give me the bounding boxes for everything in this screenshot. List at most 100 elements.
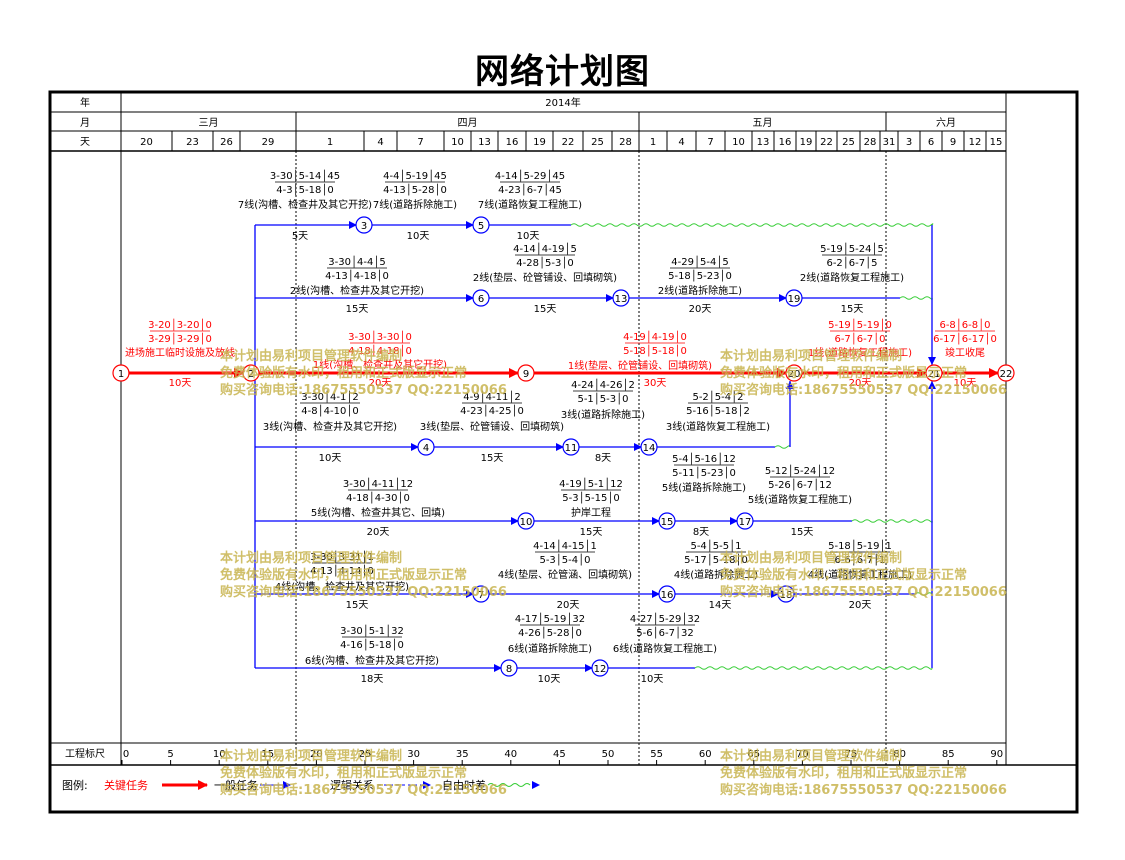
time-params-top: 4-19│5-1│12 xyxy=(559,477,623,490)
time-params-bottom: 4-28│5-3│0 xyxy=(516,256,573,269)
event-node-label: 14 xyxy=(643,443,656,454)
time-params-top: 5-4│5-5│1 xyxy=(690,539,741,552)
day-label: 25 xyxy=(591,137,604,148)
event-node xyxy=(517,364,535,382)
time-params-top: 3-30│4-11│12 xyxy=(343,477,413,490)
year-label: 2014年 xyxy=(545,96,580,109)
time-params-bottom: 5-26│6-7│12 xyxy=(768,478,832,491)
time-params-top: 3-30│5-14│45 xyxy=(270,169,340,182)
task-name: 1线(垫层、砼管铺设、回填砌筑) xyxy=(568,359,712,372)
free-float-line xyxy=(774,445,791,449)
day-label: 26 xyxy=(220,137,233,148)
day-label: 9 xyxy=(950,137,956,148)
task-name: 2线(道路拆除施工) xyxy=(658,284,742,297)
event-node-label: 22 xyxy=(1000,369,1013,380)
task-name: 7线(沟槽、检查井及其它开挖) xyxy=(238,198,372,211)
time-params-bottom: 5-3│5-15│0 xyxy=(562,491,619,504)
watermark-text: 免费体验版有水印，租用和正式版显示正常 xyxy=(720,765,967,781)
task-name: 6线(道路拆除施工) xyxy=(508,642,592,655)
time-params-bottom: 4-18│4-18│0 xyxy=(348,344,412,357)
time-params-top: 4-27│5-29│32 xyxy=(630,612,700,625)
task-name: 5线(沟槽、检查井其它、回填) xyxy=(311,506,445,519)
task-duration: 30天 xyxy=(644,378,667,389)
event-node xyxy=(777,585,795,603)
scale-tick-label: 25 xyxy=(359,749,372,760)
scale-tick-label: 45 xyxy=(553,749,566,760)
scale-tick-label: 15 xyxy=(261,749,274,760)
task-duration: 10天 xyxy=(954,378,977,389)
legend-logic-label: 逻辑关系 xyxy=(330,778,374,792)
scale-tick-label: 30 xyxy=(407,749,420,760)
day-label: 16 xyxy=(506,137,519,148)
legend-critical-label: 关键任务 xyxy=(104,778,148,792)
time-params-top: 5-19│5-19│0 xyxy=(828,318,892,331)
day-label: 22 xyxy=(820,137,833,148)
task-duration: 8天 xyxy=(595,453,611,464)
watermark-text: 免费体验版有水印，租用和正式版显示正常 xyxy=(720,365,967,381)
time-params-bottom: 6-2│6-7│5 xyxy=(826,256,877,269)
event-node xyxy=(612,289,630,307)
frame xyxy=(48,90,1079,814)
time-params-top: 4-4│5-19│45 xyxy=(383,169,447,182)
time-params-top: 5-2│5-4│2 xyxy=(692,390,743,403)
time-params-top: 3-20│3-20│0 xyxy=(148,318,212,331)
task-name: 进场施工临时设施及放线 xyxy=(125,346,235,359)
watermark-text: 免费体验版有水印，租用和正式版显示正常 xyxy=(720,567,967,583)
task-name: 5线(道路恢复工程施工) xyxy=(748,493,852,506)
event-node xyxy=(925,364,943,382)
watermark-text: 购买咨询电话:18675550537 QQ:22150066 xyxy=(220,782,507,798)
scale-tick-label: 90 xyxy=(990,749,1003,760)
time-params-top: 5-4│5-16│12 xyxy=(672,452,736,465)
task-duration: 20天 xyxy=(367,527,390,538)
free-float-line xyxy=(694,666,933,670)
task-name: 2线(沟槽、检查井及其它开挖) xyxy=(290,284,424,297)
event-node xyxy=(658,585,676,603)
task-name: 7线(道路拆除施工) xyxy=(373,198,457,211)
time-params-bottom: 4-8│4-10│0 xyxy=(301,404,358,417)
day-label: 7 xyxy=(417,137,423,148)
event-node-label: 3 xyxy=(361,221,367,232)
event-node-label: 6 xyxy=(478,294,484,305)
time-params-bottom: 4-16│5-18│0 xyxy=(340,638,404,651)
time-params-bottom: 3-29│3-29│0 xyxy=(148,332,212,345)
scale-tick-label: 75 xyxy=(845,749,858,760)
day-label: 31 xyxy=(883,137,896,148)
watermark-text: 免费体验版有水印，租用和正式版显示正常 xyxy=(220,765,467,781)
task-name: 4线(垫层、砼管涵、回填砌筑) xyxy=(498,568,632,581)
event-node xyxy=(562,438,580,456)
day-label: 28 xyxy=(619,137,632,148)
legend-float-line xyxy=(487,783,531,787)
event-node-label: 10 xyxy=(520,517,533,528)
month-label: 五月 xyxy=(753,117,773,129)
watermark-text: 购买咨询电话:18675550537 QQ:22150066 xyxy=(220,584,507,600)
task-duration: 15天 xyxy=(481,453,504,464)
event-node xyxy=(112,364,130,382)
time-params-bottom: 4-13│4-18│0 xyxy=(325,269,389,282)
free-float-line xyxy=(899,296,933,300)
day-label: 20 xyxy=(140,137,153,148)
time-params-top: 4-19│4-19│0 xyxy=(623,330,687,343)
day-label: 25 xyxy=(842,137,855,148)
event-node xyxy=(591,659,609,677)
task-name: 5线(道路拆除施工) xyxy=(662,481,746,494)
task-duration: 10天 xyxy=(641,674,664,685)
day-label: 3 xyxy=(906,137,912,148)
day-label: 6 xyxy=(928,137,934,148)
task-duration: 15天 xyxy=(346,304,369,315)
page-title: 网络计划图 xyxy=(475,52,650,92)
legend-label: 图例: xyxy=(62,778,88,792)
row-label-year: 年 xyxy=(80,96,90,109)
watermark-text: 购买咨询电话:18675550537 QQ:22150066 xyxy=(720,782,1007,798)
watermark-text: 本计划由易利项目管理软件编制 xyxy=(720,348,902,364)
time-params-bottom: 4-23│4-25│0 xyxy=(460,404,524,417)
event-node xyxy=(472,585,490,603)
day-label: 16 xyxy=(779,137,792,148)
task-duration: 20天 xyxy=(849,600,872,611)
scale-tick-label: 0 xyxy=(123,749,129,760)
task-name: 3线(沟槽、检查井及其它开挖) xyxy=(263,420,397,433)
time-params-top: 3-30│4-1│2 xyxy=(301,390,358,403)
scale-tick-label: 65 xyxy=(747,749,760,760)
watermark-text: 购买咨询电话:18675550537 QQ:22150066 xyxy=(720,382,1007,398)
event-node xyxy=(355,216,373,234)
task-duration: 18天 xyxy=(361,674,384,685)
